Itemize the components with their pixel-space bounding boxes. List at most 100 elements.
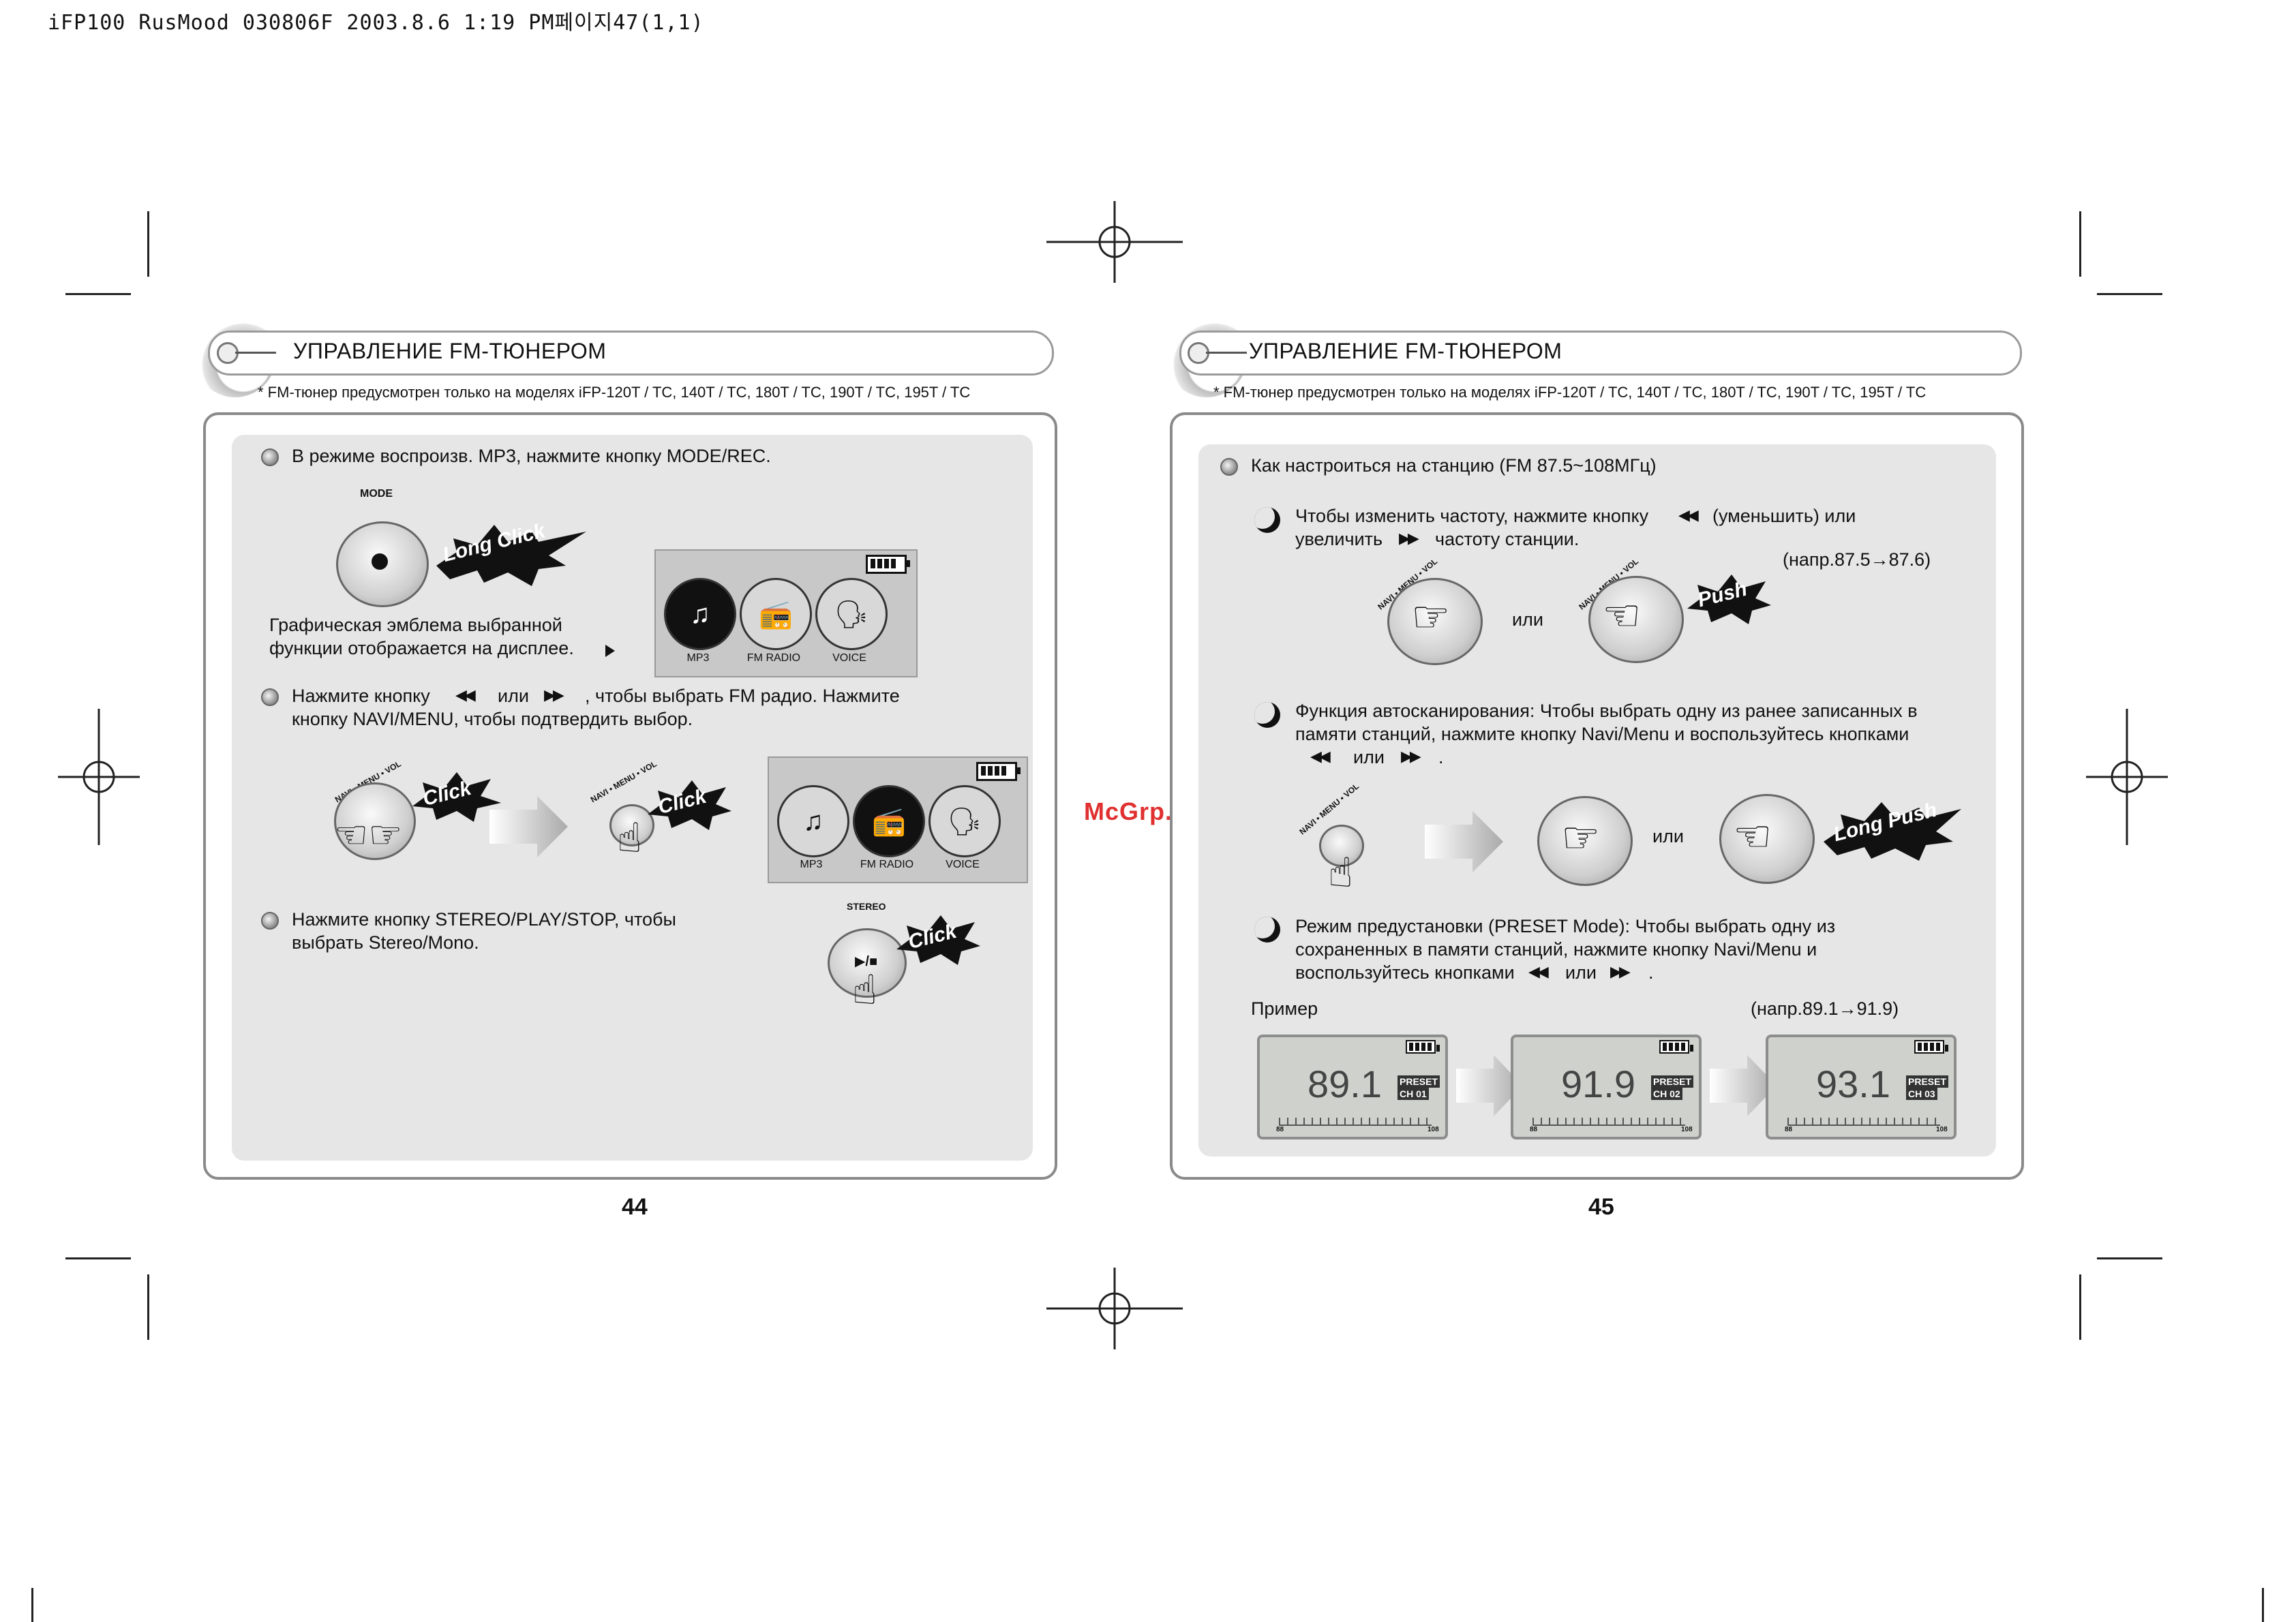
long-push-burst-icon	[1824, 802, 1961, 861]
fm-radio-icon: 📻	[740, 578, 812, 650]
navi-dial-press-icon	[609, 804, 654, 846]
battery-icon-2	[976, 762, 1021, 781]
fm-radio-label: FM RADIO	[746, 652, 801, 664]
crop-mark	[2262, 1588, 2264, 1622]
step-bullet-icon	[261, 448, 279, 466]
page-number: 45	[1588, 1194, 1614, 1220]
registration-target-icon	[58, 709, 140, 845]
voice-label-2: VOICE	[946, 859, 980, 870]
battery-icon	[1659, 1040, 1693, 1054]
sub1-example: (напр.87.5→87.6)	[1783, 549, 1931, 570]
gradient-arrow-icon	[1456, 1055, 1523, 1116]
title-line	[1206, 352, 1247, 354]
title-bar	[1179, 331, 2022, 376]
battery-icon	[1914, 1040, 1948, 1054]
sub1-text-a: Чтобы изменить частоту, нажмите кнопку	[1295, 506, 1649, 526]
sub2-text-line1: Функция автосканирования: Чтобы выбрать …	[1295, 701, 1918, 721]
battery-icon	[1406, 1040, 1440, 1054]
prev-skip-icon: ◀◀	[455, 687, 476, 704]
channel-badge: CH 01	[1398, 1088, 1429, 1100]
prev-skip-icon: ◀◀	[1528, 964, 1549, 981]
prev-skip-icon: ◀◀	[1310, 748, 1331, 765]
step-bullet-icon	[1220, 458, 1238, 476]
sub-bullet-icon	[1254, 702, 1280, 728]
title-line	[235, 352, 276, 354]
mode-label: MODE	[360, 488, 393, 500]
sub1-line2-a: увеличить	[1295, 529, 1383, 549]
pointing-hand-left-icon-2: ☞	[1561, 813, 1601, 862]
title-dot-icon	[1188, 342, 1209, 364]
sub3-text-line1: Режим предустановки (PRESET Mode): Чтобы…	[1295, 916, 1836, 936]
step-heading: Как настроиться на станцию (FM 87.5~108М…	[1251, 455, 1657, 476]
mp3-label: MP3	[686, 652, 710, 664]
pointing-hand-icon-3: ☝	[1328, 850, 1353, 896]
next-skip-icon: ▶▶	[1401, 748, 1421, 765]
channel-badge: CH 03	[1906, 1088, 1937, 1100]
gradient-arrow-icon	[489, 796, 568, 857]
sub1-line2-b: частоту станции.	[1435, 529, 1580, 549]
fm-radio-icon-2: 📻	[853, 785, 925, 857]
crop-mark	[2079, 1274, 2081, 1340]
click-burst-icon	[412, 772, 501, 822]
scale-max: 108	[1681, 1126, 1693, 1133]
click-burst-icon-2	[648, 780, 731, 830]
step-bullet-icon	[261, 688, 279, 706]
navi-dial-left-icon-2	[1537, 796, 1633, 886]
tuning-scale	[1279, 1118, 1432, 1126]
pointing-hand-right-icon: ☜	[1602, 591, 1642, 640]
channel-badge: CH 02	[1651, 1088, 1682, 1100]
frequency-readout: 93.1	[1816, 1062, 1890, 1105]
sub2-period: .	[1438, 747, 1444, 767]
title-bar	[208, 331, 1054, 376]
preset-badge: PRESET	[1651, 1075, 1694, 1088]
step2-text-b: , чтобы выбрать FM радио. Нажмите	[585, 686, 900, 706]
sub3-period: .	[1648, 962, 1654, 983]
sub2-text-line2: памяти станций, нажмите кнопку Navi/Menu…	[1295, 724, 1909, 744]
example-label: Пример	[1251, 998, 1318, 1019]
step3-text-line2: выбрать Stereo/Mono.	[292, 932, 479, 953]
mode-button-center	[372, 553, 388, 570]
or-text-2: или	[1353, 747, 1385, 767]
mp3-music-icon: ♫	[664, 578, 736, 650]
navi-dial-left-icon	[1387, 578, 1483, 665]
registration-target-icon	[1046, 1268, 1183, 1349]
sub3-text-line2: сохраненных в памяти станций, нажмите кн…	[1295, 939, 1817, 960]
print-header: iFP100 RusMood 030806F 2003.8.6 1:19 PM페…	[48, 11, 704, 35]
fm-radio-label-2: FM RADIO	[860, 859, 914, 870]
battery-icon	[866, 555, 910, 574]
pointer-arrow-icon	[605, 645, 615, 657]
step1-text: В режиме воспроизв. МР3, нажмите кнопку …	[292, 446, 771, 466]
scale-min: 88	[1276, 1126, 1284, 1133]
step3-text-line1: Нажмите кнопку STEREO/PLAY/STOP, чтобы	[292, 909, 676, 930]
pointing-hand-left-icon: ☞	[1411, 592, 1451, 641]
preset-badge: PRESET	[1906, 1075, 1949, 1088]
or-text-1: или	[1512, 609, 1543, 630]
page-number: 44	[622, 1194, 648, 1220]
stereo-label: STEREO	[847, 901, 886, 912]
emblem-text-line1: Графическая эмблема выбранной	[269, 615, 562, 635]
crop-mark	[2097, 293, 2162, 295]
step2-text-line2: кнопку NAVI/MENU, чтобы подтвердить выбо…	[292, 709, 693, 729]
stereo-button-icon	[828, 928, 907, 998]
crop-mark	[2079, 211, 2081, 277]
prev-skip-icon: ◀◀	[1678, 507, 1699, 524]
next-skip-icon: ▶▶	[1399, 530, 1419, 547]
registration-target-icon	[2086, 709, 2168, 845]
voice-label: VOICE	[832, 652, 866, 664]
crop-mark	[147, 211, 149, 277]
voice-icon: 🗣	[815, 578, 888, 650]
page-title: УПРАВЛЕНИЕ FM-ТЮНЕРОМ	[1249, 339, 1562, 363]
mp3-label-2: MP3	[800, 859, 823, 870]
example-range: (напр.89.1→91.9)	[1751, 998, 1899, 1019]
or-text-4: или	[1565, 962, 1597, 983]
model-note: * FM-тюнер предусмотрен только на моделя…	[258, 384, 971, 401]
crop-mark	[147, 1274, 149, 1340]
scale-max: 108	[1428, 1126, 1439, 1133]
navi-dial-press-icon	[1319, 825, 1364, 867]
frequency-readout: 91.9	[1561, 1062, 1635, 1105]
scale-min: 88	[1530, 1126, 1538, 1133]
mp3-music-icon-2: ♫	[777, 785, 849, 857]
next-skip-icon: ▶▶	[1610, 964, 1631, 981]
frequency-readout: 89.1	[1308, 1062, 1382, 1105]
sub3-text-line3: воспользуйтесь кнопками	[1295, 962, 1515, 983]
